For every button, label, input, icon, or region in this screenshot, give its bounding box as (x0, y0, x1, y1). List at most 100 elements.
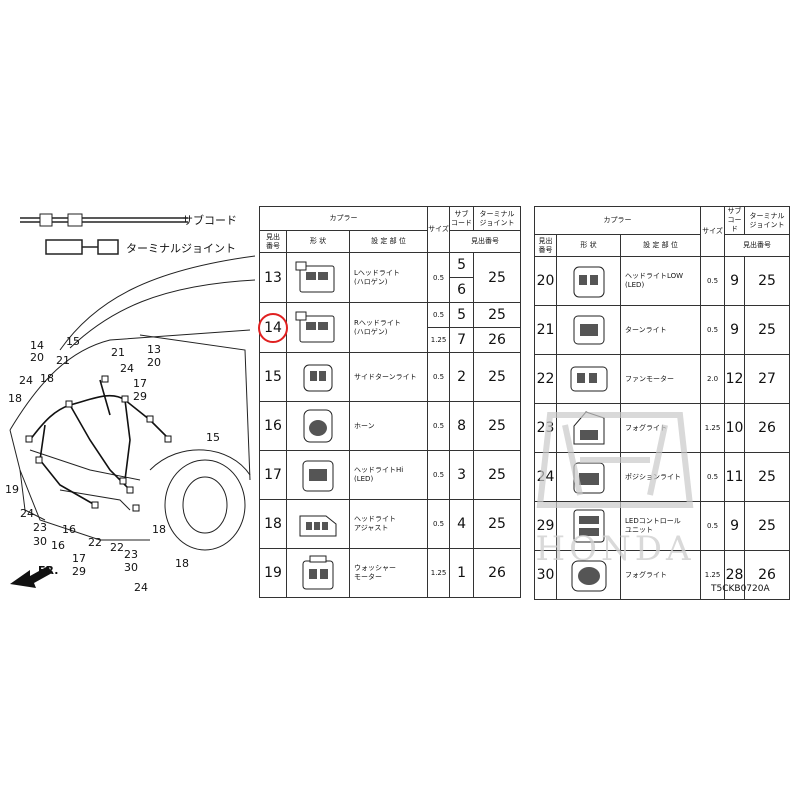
row-location: ホーン (348, 401, 429, 451)
row-terminal-joint: 25 (473, 499, 522, 549)
row-index: 18 (259, 499, 287, 549)
callout: 22 (88, 536, 102, 549)
callout: 18 (40, 372, 54, 385)
callout: 24 (20, 507, 34, 520)
connector-shape-icon (556, 256, 621, 306)
terminal-joint-label: ターミナルジョイント (126, 242, 236, 255)
callout: 21 (56, 354, 70, 367)
row-size: 0.5 (700, 305, 726, 355)
row-sub-code: 2 (449, 352, 475, 402)
coupler-table-right: カプラー サイズ サブ コード ターミナル ジョイント 見出 番号 形 状 設 … (533, 206, 791, 600)
index-no-header: 見出 番号 (259, 230, 287, 253)
callout: 17 (72, 552, 86, 565)
connector-shape-icon (286, 499, 350, 549)
callout: 24 (120, 362, 134, 375)
callout: 15 (66, 335, 80, 348)
row-sub-code: 3 (449, 450, 475, 500)
index-no-header: 見出 番号 (534, 234, 557, 257)
row-size: 0.5 (700, 256, 726, 306)
callout: 29 (133, 390, 147, 403)
row-index: 17 (259, 450, 287, 500)
callout: 23 (124, 548, 138, 561)
row-size: 1.25 (700, 550, 726, 600)
callout: 30 (124, 561, 138, 574)
row-size: 1.25 (427, 327, 451, 353)
row-size: 0.5 (427, 401, 451, 451)
connector-shape-icon (556, 305, 621, 355)
location-header: 設 定 部 位 (348, 230, 429, 253)
row-sub-code: 6 (449, 277, 475, 303)
row-sub-code: 5 (449, 252, 475, 278)
callout: 19 (5, 483, 19, 496)
row-terminal-joint: 25 (744, 305, 791, 355)
callout: 16 (51, 539, 65, 552)
highlight-circle-marker (258, 313, 288, 343)
row-index: 19 (259, 548, 287, 598)
row-sub-code: 4 (449, 499, 475, 549)
sub-cord-symbol (20, 213, 188, 227)
row-sub-code: 8 (449, 401, 475, 451)
row-index: 20 (534, 256, 557, 306)
connector-shape-icon (556, 550, 621, 600)
callout: 24 (19, 374, 33, 387)
row-location: ウォッシャーモーター (348, 548, 429, 598)
row-terminal-joint: 25 (473, 352, 522, 402)
callout: 16 (62, 523, 76, 536)
row-terminal-joint: 25 (744, 256, 791, 306)
row-index: 13 (259, 252, 287, 303)
row-size: 0.5 (427, 352, 451, 402)
terminal-joint-header: ターミナル ジョイント (744, 206, 791, 235)
row-terminal-joint: 26 (744, 403, 791, 453)
row-terminal-joint: 25 (473, 302, 522, 328)
row-sub-code: 12 (724, 354, 746, 404)
connector-shape-icon (556, 354, 621, 404)
fr-arrow (10, 566, 52, 588)
callout: 24 (134, 581, 148, 594)
callout: 18 (175, 557, 189, 570)
row-sub-code: 5 (449, 302, 475, 328)
row-sub-code: 7 (449, 327, 475, 353)
row-terminal-joint: 26 (473, 548, 522, 598)
row-index: 30 (534, 550, 557, 600)
size-header: サイズ (427, 206, 451, 253)
row-size: 0.5 (700, 501, 726, 551)
callout: 29 (72, 565, 86, 578)
drawing-code: T5CKB0720A (711, 584, 770, 594)
row-size: 0.5 (700, 452, 726, 502)
connector-shape-icon (286, 401, 350, 451)
row-terminal-joint: 27 (744, 354, 791, 404)
row-terminal-joint: 26 (473, 327, 522, 353)
row-location: サイドターンライト (348, 352, 429, 402)
sub-code-header: サブ コード (449, 206, 475, 231)
connector-shape-icon (286, 352, 350, 402)
row-index: 23 (534, 403, 557, 453)
row-location: ヘッドライトLOW(LED) (619, 256, 702, 306)
row-index: 16 (259, 401, 287, 451)
car-front-diagram (9, 255, 256, 588)
size-header: サイズ (700, 206, 726, 257)
row-location: ヘッドライトHi(LED) (348, 450, 429, 500)
row-size: 1.25 (427, 548, 451, 598)
row-terminal-joint: 25 (744, 452, 791, 502)
row-terminal-joint: 25 (473, 450, 522, 500)
terminal-joint-header: ターミナル ジョイント (473, 206, 522, 231)
callout: 21 (111, 346, 125, 359)
connector-shape-icon (556, 452, 621, 502)
coupler-header: カプラー (533, 206, 702, 235)
coupler-table-left: カプラー サイズ サブ コード ターミナル ジョイント 見出 番号 形 状 設 … (258, 206, 522, 598)
row-location: Lヘッドライト(ハロゲン) (348, 252, 429, 303)
callout: 18 (152, 523, 166, 536)
row-sub-code: 9 (724, 501, 746, 551)
row-index: 22 (534, 354, 557, 404)
callout: 13 (147, 343, 161, 356)
row-sub-code: 1 (449, 548, 475, 598)
legend-graphics (20, 213, 188, 255)
callout: 20 (30, 351, 44, 364)
index-page-header: 見出番号 (724, 234, 791, 257)
windshield-line (59, 255, 256, 351)
row-size: 2.0 (700, 354, 726, 404)
row-location: ポジションライト (619, 452, 702, 502)
callout: 15 (206, 431, 220, 444)
index-page-header: 見出番号 (449, 230, 522, 253)
row-location: フォグライト (619, 403, 702, 453)
